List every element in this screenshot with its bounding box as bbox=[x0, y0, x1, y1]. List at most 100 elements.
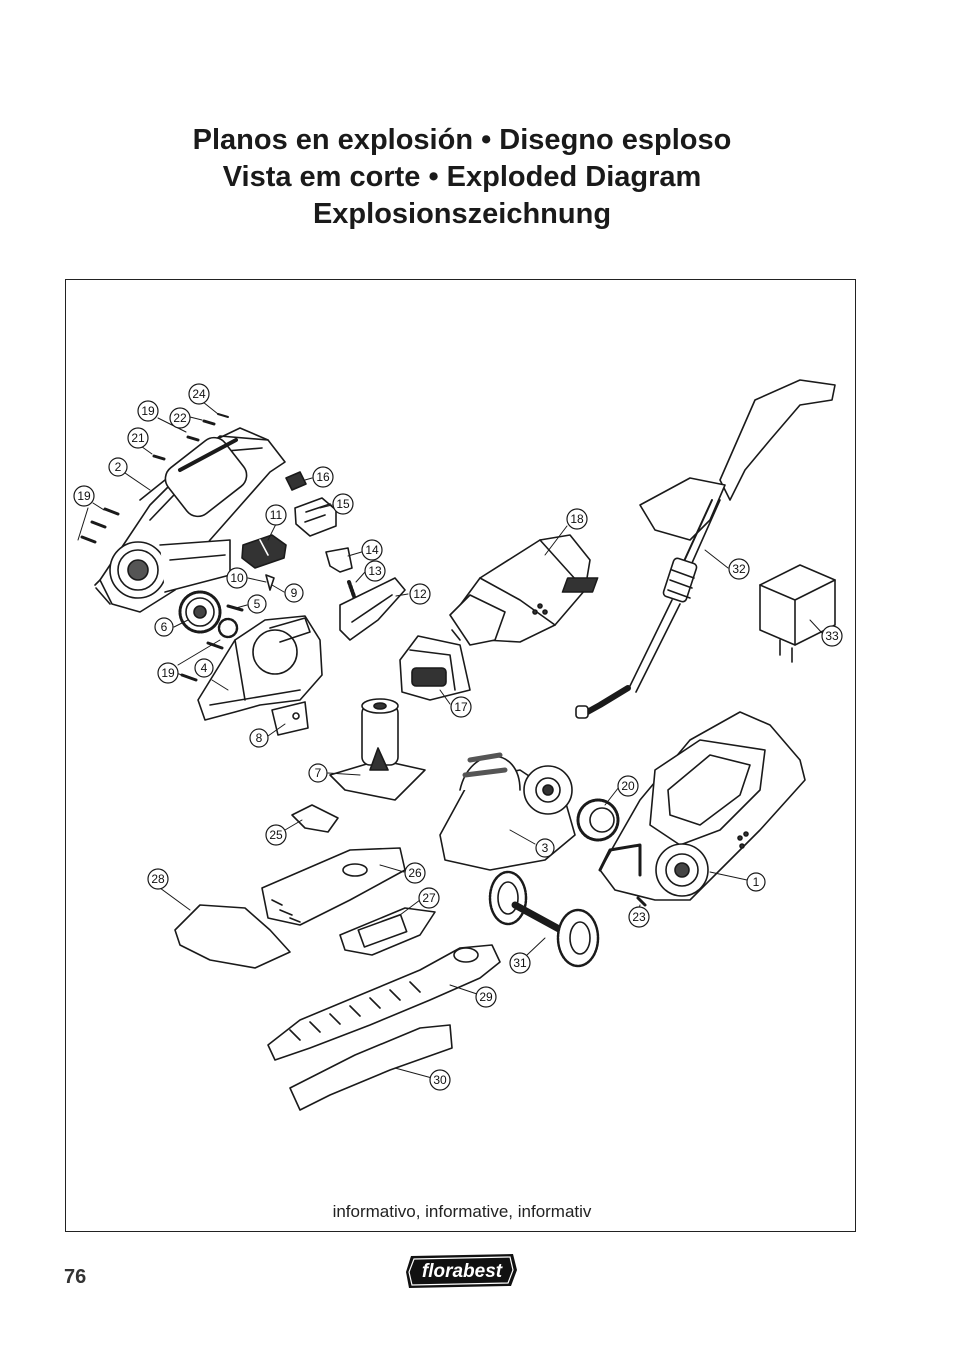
svg-text:13: 13 bbox=[368, 564, 382, 578]
callout-18: 18 bbox=[566, 508, 588, 530]
svg-text:28: 28 bbox=[151, 872, 165, 886]
diagram-caption: informativo, informative, informativ bbox=[332, 1202, 592, 1221]
screw-23 bbox=[636, 896, 647, 907]
callout-31: 31 bbox=[509, 952, 531, 974]
callout-5: 5 bbox=[247, 594, 267, 614]
bracket-8 bbox=[271, 701, 309, 736]
svg-text:18: 18 bbox=[570, 512, 584, 526]
callout-25: 25 bbox=[265, 824, 287, 846]
svg-text:10: 10 bbox=[230, 571, 244, 585]
callout-17: 17 bbox=[450, 696, 472, 718]
battery-18 bbox=[449, 534, 591, 646]
callout-7: 7 bbox=[308, 763, 328, 783]
svg-text:5: 5 bbox=[254, 597, 261, 611]
gear-20 bbox=[576, 798, 620, 842]
logo-text: florabest bbox=[422, 1261, 503, 1282]
svg-text:17: 17 bbox=[454, 700, 468, 714]
svg-text:26: 26 bbox=[408, 866, 422, 880]
svg-text:14: 14 bbox=[365, 543, 379, 557]
svg-text:24: 24 bbox=[192, 387, 206, 401]
svg-text:25: 25 bbox=[269, 828, 283, 842]
callout-28: 28 bbox=[147, 868, 169, 890]
hedge-blade-29 bbox=[267, 944, 501, 1061]
svg-text:11: 11 bbox=[270, 508, 283, 522]
callout-14: 14 bbox=[361, 539, 383, 561]
callout-32: 32 bbox=[728, 558, 750, 580]
telescopic-handle-32 bbox=[575, 379, 836, 719]
callout-33: 33 bbox=[821, 625, 843, 647]
svg-text:20: 20 bbox=[621, 779, 635, 793]
svg-text:3: 3 bbox=[542, 841, 549, 855]
svg-text:19: 19 bbox=[161, 666, 175, 680]
cover-28 bbox=[174, 904, 291, 969]
svg-text:32: 32 bbox=[732, 562, 746, 576]
callout-21: 21 bbox=[127, 427, 149, 449]
svg-text:19: 19 bbox=[77, 489, 91, 503]
svg-text:22: 22 bbox=[173, 411, 187, 425]
callout-8: 8 bbox=[249, 728, 269, 748]
callout-4: 4 bbox=[194, 658, 214, 678]
svg-text:27: 27 bbox=[422, 891, 436, 905]
housing-half-4 bbox=[197, 615, 323, 721]
callout-27: 27 bbox=[418, 887, 440, 909]
callout-12: 12 bbox=[409, 583, 431, 605]
title-line-2: Vista em corte • Exploded Diagram bbox=[222, 161, 702, 193]
callout-6: 6 bbox=[154, 617, 174, 637]
callout-3: 3 bbox=[535, 838, 555, 858]
callout-11: 11 bbox=[265, 504, 287, 526]
callout-24: 24 bbox=[188, 383, 210, 405]
wheel-axle-31 bbox=[488, 870, 600, 968]
switch-parts bbox=[241, 534, 287, 591]
svg-text:15: 15 bbox=[336, 497, 350, 511]
callout-30: 30 bbox=[429, 1069, 451, 1091]
svg-text:1: 1 bbox=[753, 875, 760, 889]
battery-holder-17 bbox=[399, 635, 471, 701]
svg-text:23: 23 bbox=[632, 910, 646, 924]
main-housing-1 bbox=[598, 711, 806, 901]
svg-text:31: 31 bbox=[513, 956, 527, 970]
housing-half-left bbox=[94, 427, 286, 613]
blade-sheath-30 bbox=[289, 1024, 453, 1111]
callout-labels: 1 2 3 4 5 6 7 8 9 10 11 12 13 14 15 16 1… bbox=[73, 383, 843, 1091]
callout-2: 2 bbox=[108, 457, 128, 477]
blade-cover-25 bbox=[291, 804, 339, 833]
blade-plate-26 bbox=[261, 847, 406, 926]
svg-text:12: 12 bbox=[413, 587, 427, 601]
svg-text:16: 16 bbox=[316, 470, 330, 484]
diagram-frame bbox=[65, 279, 856, 1232]
callout-23: 23 bbox=[628, 906, 650, 928]
svg-text:2: 2 bbox=[115, 460, 122, 474]
svg-text:9: 9 bbox=[291, 586, 298, 600]
svg-text:33: 33 bbox=[825, 629, 839, 643]
leader-lines bbox=[77, 401, 824, 1079]
svg-text:4: 4 bbox=[201, 661, 208, 675]
callout-26: 26 bbox=[404, 862, 426, 884]
callout-22: 22 bbox=[169, 407, 191, 429]
gear-6 bbox=[178, 590, 239, 639]
title-line-3: Explosionszeichnung bbox=[312, 198, 612, 230]
callout-16: 16 bbox=[312, 466, 334, 488]
florabest-logo: florabest bbox=[406, 1254, 517, 1288]
motor-7 bbox=[329, 698, 426, 801]
svg-text:7: 7 bbox=[315, 766, 322, 780]
callout-15: 15 bbox=[332, 493, 354, 515]
blade-guard-27 bbox=[339, 907, 436, 956]
callout-10: 10 bbox=[226, 567, 248, 589]
callout-19a: 19 bbox=[137, 400, 159, 422]
page-number: 76 bbox=[64, 1266, 87, 1288]
svg-text:21: 21 bbox=[131, 431, 145, 445]
gear-housing-3 bbox=[439, 752, 576, 871]
callout-9: 9 bbox=[284, 583, 304, 603]
callout-13: 13 bbox=[364, 560, 386, 582]
screws-top-group bbox=[80, 413, 229, 544]
svg-text:6: 6 bbox=[161, 620, 168, 634]
svg-text:8: 8 bbox=[256, 731, 263, 745]
svg-text:30: 30 bbox=[433, 1073, 447, 1087]
callout-19b: 19 bbox=[73, 485, 95, 507]
callout-19c: 19 bbox=[157, 662, 179, 684]
callout-20: 20 bbox=[617, 775, 639, 797]
callout-29: 29 bbox=[475, 986, 497, 1008]
title-line-1: Planos en explosión • Disegno esploso bbox=[192, 124, 732, 156]
parts-12-16 bbox=[285, 471, 406, 641]
